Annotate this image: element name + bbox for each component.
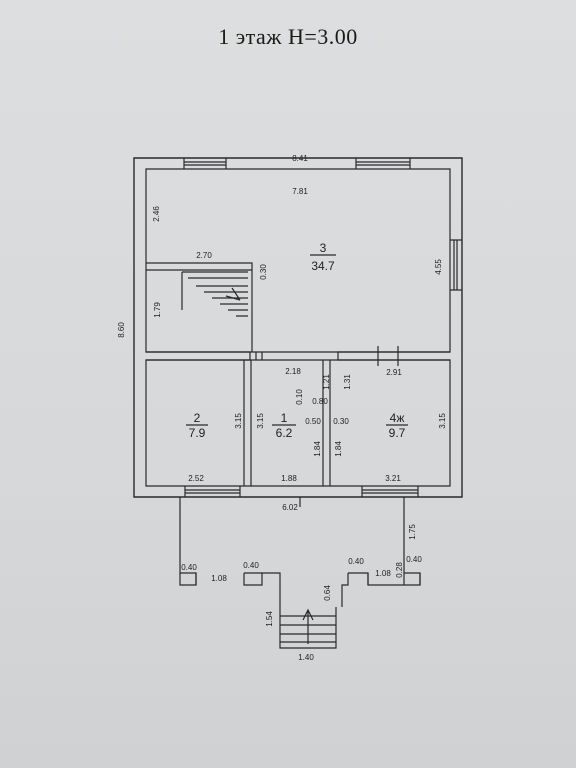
dim-0-30: 0.30 [333,417,349,426]
room-separator-left [243,360,252,486]
window-top-right [355,158,411,169]
room1-number: 1 [281,411,288,425]
door-kitchen [377,346,399,366]
dim-0-80: 0.80 [312,397,328,406]
room3-number: 3 [320,241,327,255]
dim-room4-right: 3.15 [438,413,447,429]
porch-columns [180,572,421,585]
dim-bottom-total: 6.02 [282,503,298,512]
dim-right-upper: 4.55 [434,259,443,275]
dim-room4-bottom: 3.21 [385,474,401,483]
dim-steps-length: 1.54 [265,611,274,627]
dim-room1-left: 3.15 [256,413,265,429]
dim-column-4: 0.40 [406,555,422,564]
dim-column-3: 0.40 [348,557,364,566]
dim-span-right: 1.08 [375,569,391,578]
room1-area: 6.2 [276,426,293,440]
dim-left-upper: 2.46 [152,206,161,222]
room4-number: 4ж [390,411,405,425]
porch-outline [179,497,421,607]
window-right [450,239,462,291]
dim-0-28: 0.28 [395,562,404,578]
dim-room1-lower: 1.84 [313,441,322,457]
dim-0-10: 0.10 [295,389,304,405]
room2-area: 7.9 [189,426,206,440]
door-hall [255,352,263,360]
dim-column-1: 0.40 [181,563,197,572]
dim-left-outer: 8.60 [117,322,126,338]
stair-arrow [225,287,241,301]
dim-hall-width: 2.18 [285,367,301,376]
dim-stair-length: 2.70 [196,251,212,260]
dim-room1-bottom: 1.88 [281,474,297,483]
dim-span-left: 1.08 [211,574,227,583]
entrance-arrow [302,608,314,644]
room-separator-right [322,360,331,486]
stair-steps [181,271,248,317]
dim-1-31: 1.31 [343,374,352,390]
hall-divider [146,351,450,361]
room3-area: 34.7 [311,259,335,273]
outer-wall [133,157,463,498]
dim-hall-wall: 1.21 [322,374,331,390]
dim-stair-height: 1.79 [153,302,162,318]
stair-wall [146,262,253,352]
room4-area: 9.7 [389,426,406,440]
room2-number: 2 [194,411,201,425]
dim-0-50: 0.50 [305,417,321,426]
dim-room2-bottom: 2.52 [188,474,204,483]
dim-stair-wall: 0.30 [259,264,268,280]
dim-steps-width: 1.40 [298,653,314,662]
dim-top-inner: 7.81 [292,187,308,196]
dim-porch-right: 1.75 [408,524,417,540]
dim-steps-side: 0.64 [323,585,332,601]
plan-title: 1 этаж H=3.00 [218,24,358,49]
dim-room2-right: 3.15 [234,413,243,429]
window-bottom-left [184,486,241,497]
window-bottom-right [361,486,419,497]
dim-column-2: 0.40 [243,561,259,570]
dim-top-outer: 8.41 [292,154,308,163]
dim-room1-lower2: 1.84 [334,441,343,457]
dim-2-91: 2.91 [386,368,402,377]
window-top-left [183,158,227,169]
